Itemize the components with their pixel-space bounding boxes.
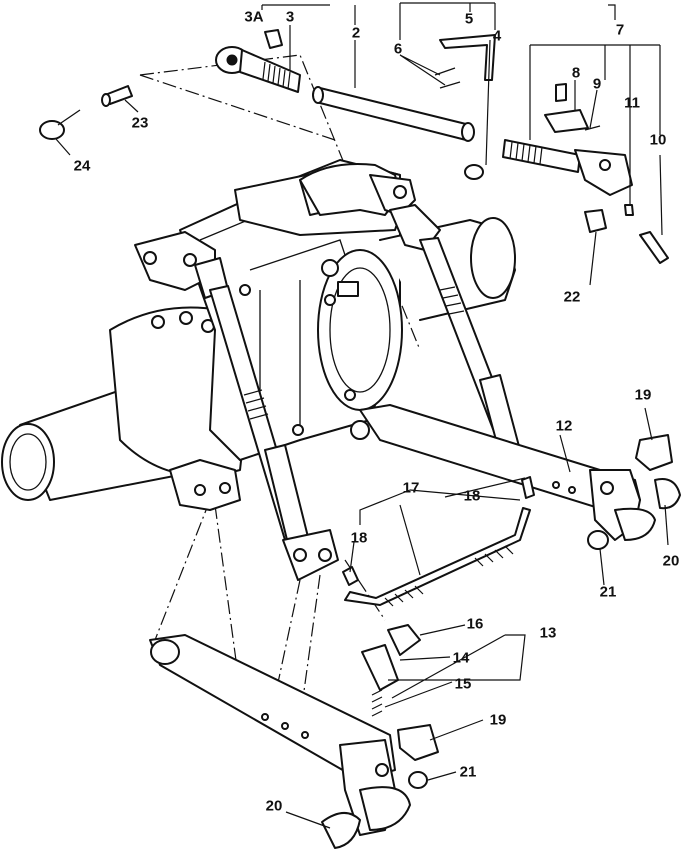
- callout-4: 4: [492, 27, 502, 45]
- callout-8: 8: [571, 64, 581, 82]
- callout-11: 11: [624, 94, 640, 112]
- left-lower-link: [149, 634, 411, 836]
- callout-17: 17: [402, 479, 420, 497]
- callout-15: 15: [454, 675, 472, 693]
- latch-20-right: [654, 478, 681, 510]
- top-link-assembly: [215, 29, 301, 93]
- pin-18-right: [521, 476, 535, 499]
- latch-parts-14-16: [361, 624, 421, 717]
- latch-20-bottom: [321, 812, 361, 849]
- cross-shaft: [312, 86, 475, 142]
- callout-20-bottom: 20: [265, 797, 283, 815]
- callout-10: 10: [649, 131, 667, 149]
- callout-18-a: 18: [463, 487, 481, 505]
- callout-21-bottom: 21: [459, 763, 477, 781]
- callout-24: 24: [73, 157, 91, 175]
- hook-19-bottom: [397, 724, 439, 761]
- pin-23: [101, 85, 133, 107]
- bushing-21-bottom: [408, 771, 428, 789]
- callout-6: 6: [393, 40, 403, 58]
- callout-14: 14: [452, 649, 470, 667]
- pin-and-ring-24: [39, 109, 81, 140]
- right-lower-link: [359, 404, 656, 541]
- lift-arm-crank: [299, 163, 416, 216]
- bushing-22: [584, 209, 607, 233]
- callout-22: 22: [563, 288, 581, 306]
- callout-3: 3: [285, 8, 295, 26]
- bushing-21-right: [587, 530, 609, 550]
- levelling-box-assembly: [502, 83, 669, 264]
- lock-washer: [464, 164, 484, 180]
- callout-19-bottom: 19: [489, 711, 507, 729]
- callout-2: 2: [351, 24, 361, 42]
- callout-20-right: 20: [662, 552, 680, 570]
- callout-5: 5: [464, 10, 474, 28]
- callout-12: 12: [555, 417, 573, 435]
- latch-rod-17: [344, 507, 531, 607]
- callout-18-b: 18: [350, 529, 368, 547]
- callout-9: 9: [592, 75, 602, 93]
- callout-21-right: 21: [599, 583, 617, 601]
- pin-18-left: [342, 566, 359, 586]
- left-lift-link: [194, 257, 339, 581]
- check-chain-lever: [434, 34, 496, 89]
- hook-19-top: [635, 434, 673, 471]
- callout-13: 13: [539, 624, 557, 642]
- callout-23: 23: [131, 114, 149, 132]
- callout-19-top: 19: [634, 386, 652, 404]
- callout-7: 7: [615, 21, 625, 39]
- callout-leader-lines: [55, 2, 669, 829]
- callout-16: 16: [466, 615, 484, 633]
- callout-3a: 3A: [244, 8, 264, 26]
